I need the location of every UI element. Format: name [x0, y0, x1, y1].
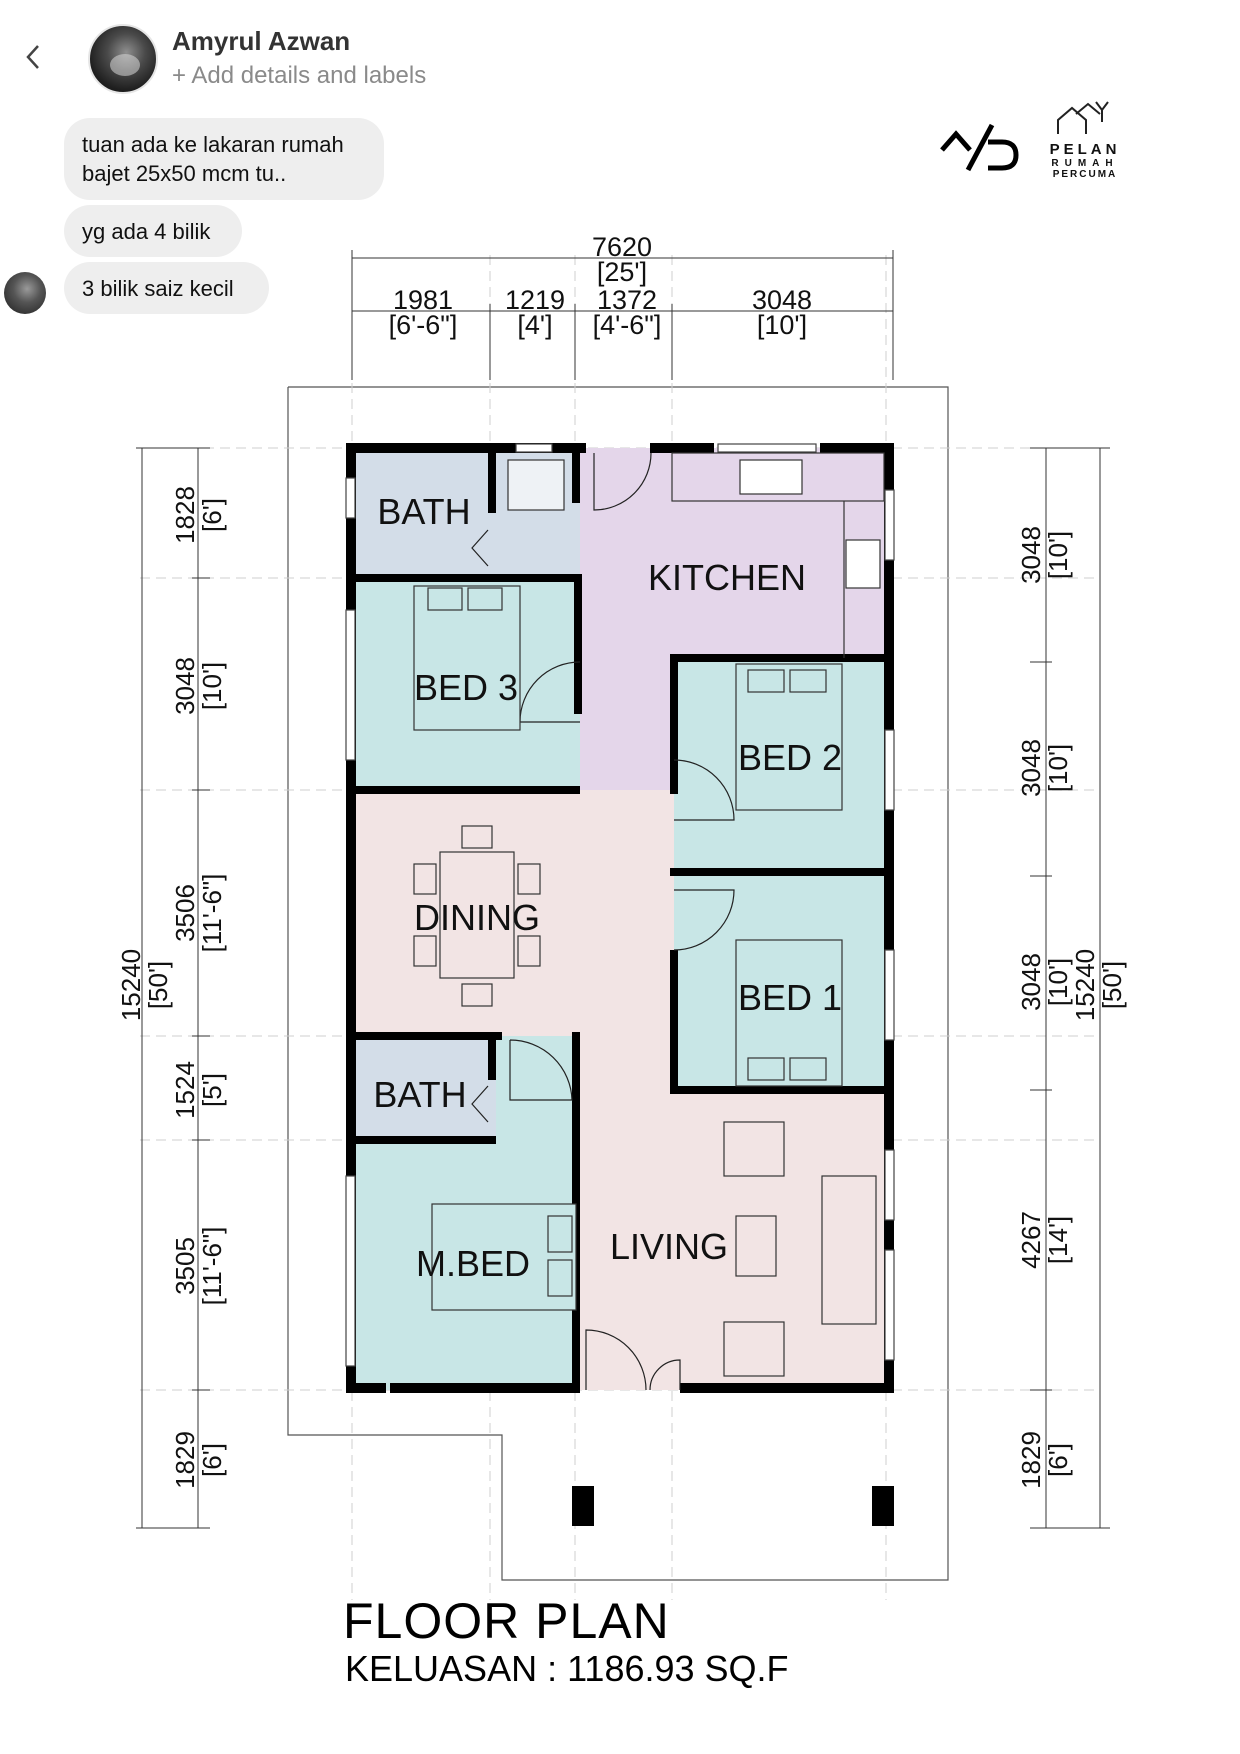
dimension-text-left: 15240 [50'] 1828 [6'] 3048 [10'] 3506 [1… [116, 486, 227, 1489]
dimension-label: 3048 [1016, 739, 1046, 797]
dimension-label: [11'-6"] [197, 1227, 227, 1306]
dining-table [439, 851, 515, 979]
windows [345, 443, 895, 1367]
ad-logo [940, 120, 1020, 180]
dimension-label: 1829 [1016, 1431, 1046, 1489]
dimension-label: [14'] [1043, 1216, 1073, 1264]
dimension-label: [11'-6"] [197, 874, 227, 953]
dimension-label: [25'] [597, 257, 647, 287]
dimension-label: [10'] [1043, 744, 1073, 792]
dimension-lines-top [351, 250, 894, 380]
room-label: DINING [414, 897, 540, 938]
room-labels: BATH KITCHEN BED 3 BED 2 DINING BED 1 BA… [373, 491, 842, 1284]
dimension-label: [5'] [197, 1073, 227, 1107]
logo-text: PELAN [1049, 141, 1121, 158]
contact-name[interactable]: Amyrul Azwan [172, 26, 351, 56]
dimension-label: 1828 [170, 486, 200, 544]
site-outline [287, 386, 949, 1581]
dimension-text-top: 7620 [25'] 1981 [6'-6"] 1219 [4'] 1372 [… [389, 232, 812, 340]
dimension-label: [50'] [1097, 961, 1127, 1009]
room-label: BED 3 [414, 667, 518, 708]
room-bath-top [352, 448, 496, 578]
stove [845, 539, 881, 589]
dimension-label: 1372 [597, 285, 657, 315]
sink [739, 459, 803, 495]
dimension-label: [6'] [197, 1443, 227, 1477]
message-text: yg ada 4 bilik [82, 219, 211, 244]
dimension-label: [50'] [143, 961, 173, 1009]
logo-text: PERCUMA [1052, 169, 1118, 180]
dimension-label: 3048 [1016, 526, 1046, 584]
room-living-left [580, 1036, 674, 1096]
chevron-left-icon [26, 45, 39, 69]
dimension-label: 3505 [170, 1237, 200, 1295]
room-label: LIVING [610, 1226, 728, 1267]
pelan-rumah-logo: PELAN RUMAH PERCUMA [1045, 100, 1125, 180]
dimension-label: 1219 [505, 285, 565, 315]
room-label: BED 2 [738, 737, 842, 778]
contact-avatar[interactable] [88, 24, 158, 94]
message-text: bajet 25x50 mcm tu.. [82, 161, 287, 186]
dimension-label: 1524 [170, 1061, 200, 1119]
plan-title: FLOOR PLAN [343, 1593, 670, 1649]
armchair [723, 1321, 785, 1377]
room-label: KITCHEN [648, 557, 806, 598]
coffee-table [735, 1215, 777, 1277]
dimension-label: [10'] [197, 662, 227, 710]
furniture [413, 452, 885, 1377]
kitchen-counter [671, 452, 885, 502]
room-bath-bottom [352, 1036, 496, 1140]
dimension-label: [6'] [197, 498, 227, 532]
dimension-label: 1829 [170, 1431, 200, 1489]
dimension-label: 3048 [170, 657, 200, 715]
message-bubble[interactable]: yg ada 4 bilik [64, 205, 242, 257]
dimension-label: 4267 [1016, 1211, 1046, 1269]
plan-area: KELUASAN : 1186.93 SQ.F [345, 1648, 789, 1689]
dimension-label: 3048 [752, 285, 812, 315]
dimension-label: 3048 [1016, 953, 1046, 1011]
dimension-label: 15240 [116, 949, 146, 1021]
message-bubble[interactable]: 3 bilik saiz kecil [64, 262, 269, 314]
add-details-link[interactable]: + Add details and labels [172, 62, 427, 89]
dimension-label: 1981 [393, 285, 453, 315]
doors [471, 452, 735, 1391]
dimension-label: [10'] [757, 310, 807, 340]
dimension-label: [10'] [1043, 531, 1073, 579]
message-text: 3 bilik saiz kecil [82, 276, 234, 301]
room-label: M.BED [416, 1243, 530, 1284]
dimension-label: 7620 [592, 232, 652, 262]
dimension-label: [4'] [517, 310, 552, 340]
message-bubble[interactable]: tuan ada ke lakaran rumah bajet 25x50 mc… [64, 118, 384, 200]
dimension-text-right: 3048 [10'] 3048 [10'] 3048 [10'] 15240 [… [1016, 526, 1127, 1489]
armchair [723, 1121, 785, 1177]
room-label: BED 1 [738, 977, 842, 1018]
dimension-label: [10'] [1043, 958, 1073, 1006]
room-label: BATH [377, 491, 470, 532]
room-label: BATH [373, 1074, 466, 1115]
room-mbed-lobby [496, 1036, 580, 1140]
porch-post [572, 1486, 594, 1526]
dimension-lines-left [136, 447, 210, 1529]
dimension-label: [4'-6"] [593, 310, 662, 340]
room-corridor-top [580, 578, 674, 798]
washing-machine [507, 459, 565, 511]
house-icon [1057, 101, 1109, 134]
porch-post [872, 1486, 894, 1526]
dimension-label: [6'] [1043, 1443, 1073, 1477]
dimension-label: [6'-6"] [389, 310, 458, 340]
logo-text: RUMAH [1051, 158, 1119, 169]
dimension-label: 15240 [1070, 949, 1100, 1021]
dimension-lines-right [1030, 447, 1110, 1529]
sofa [821, 1175, 877, 1325]
dimension-label: 3506 [170, 884, 200, 942]
message-text: tuan ada ke lakaran rumah [82, 132, 344, 157]
sender-avatar [4, 272, 46, 314]
back-button[interactable] [18, 40, 48, 74]
